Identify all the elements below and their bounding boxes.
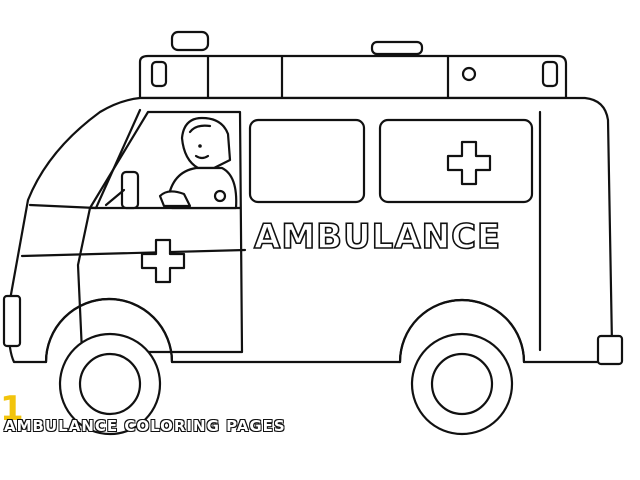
side-mirror (120, 170, 140, 210)
rear-bumper (596, 334, 624, 366)
caption-text: AMBULANCE COLORING PAGES (4, 417, 286, 435)
roof-box (138, 54, 568, 100)
red-cross-door (140, 238, 186, 284)
ambulance-side-label: AMBULANCE (254, 217, 501, 257)
front-bumper (2, 294, 22, 348)
front-wheel (58, 332, 162, 436)
number-badge: 1 (0, 389, 24, 429)
rear-beacon (370, 40, 424, 56)
driver-figure (158, 116, 238, 210)
roof-marker-right (541, 60, 559, 88)
red-cross-rear-window (446, 140, 492, 186)
roof-marker-left (150, 60, 168, 88)
rear-wheel (410, 332, 514, 436)
roof-marker-round (461, 66, 477, 82)
front-beacon (170, 30, 210, 52)
side-window-middle (248, 118, 366, 204)
